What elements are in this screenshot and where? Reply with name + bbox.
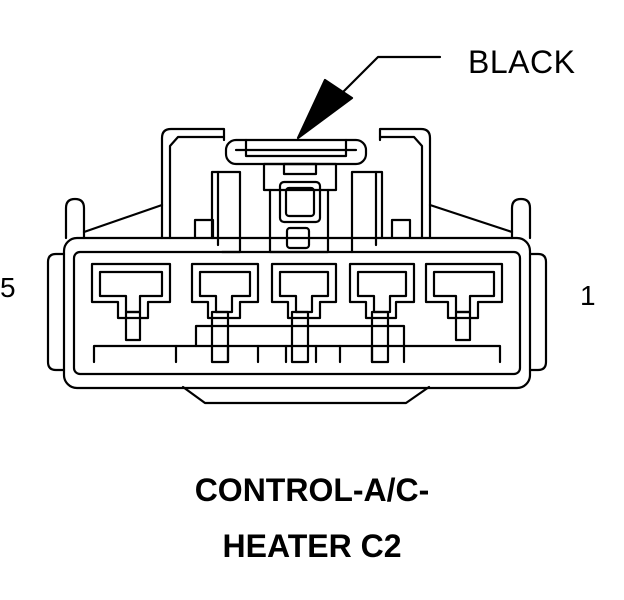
connector-inner-ledge — [92, 344, 502, 364]
pin-number-left: 5 — [0, 272, 16, 303]
connector-body — [62, 236, 532, 390]
connector-tower-left — [160, 127, 226, 240]
connector-tower-right — [378, 127, 432, 240]
caption-line-2: HEATER C2 — [222, 528, 402, 564]
cavity-pin-2 — [348, 262, 416, 364]
connector-bottom-skirt — [181, 385, 431, 405]
connector-side-rib-left — [46, 252, 66, 372]
caption-line-1: CONTROL-A/C- — [194, 472, 430, 508]
connector-corner-tab-left — [64, 197, 86, 240]
pin-number-right: 1 — [580, 280, 596, 311]
cavity-pin-5 — [90, 262, 172, 342]
cavity-pin-1 — [424, 262, 504, 342]
cavity-pin-3 — [270, 262, 338, 364]
callout-leader — [296, 55, 442, 140]
connector-face — [72, 250, 522, 376]
connector-side-rib-right — [528, 252, 548, 372]
callout-label-color: BLACK — [468, 44, 576, 80]
connector-corner-tab-right — [510, 197, 532, 240]
connector-latch — [210, 138, 384, 254]
cavity-pin-4 — [190, 262, 260, 364]
